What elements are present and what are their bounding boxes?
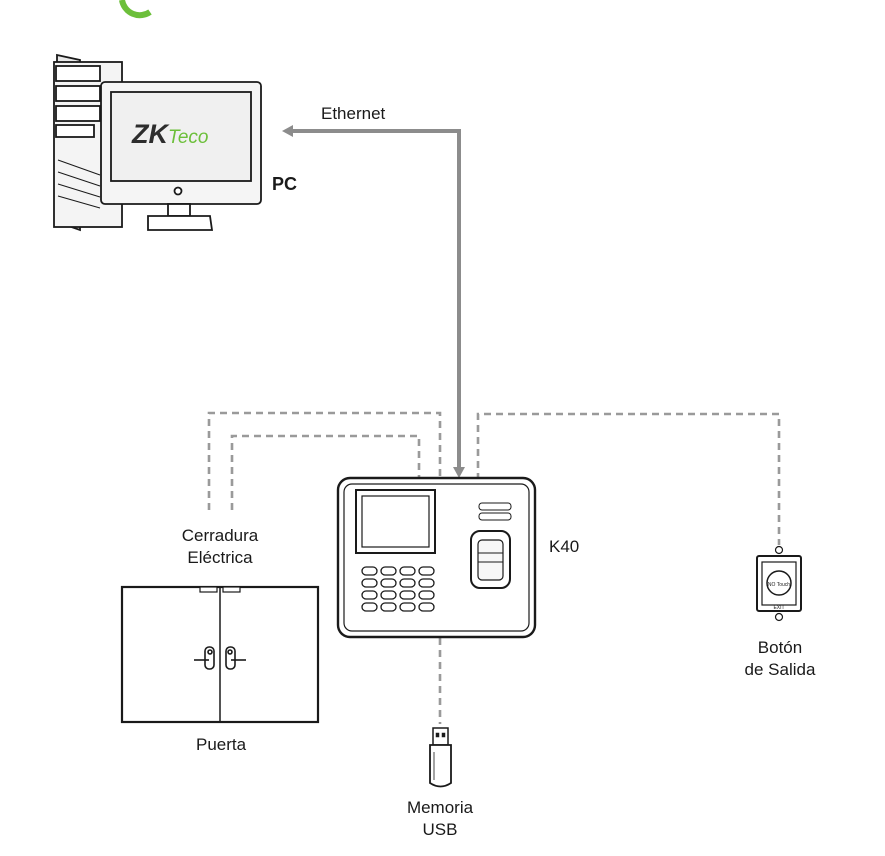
pc-label: PC <box>272 174 298 194</box>
exit-button-label-line2: de Salida <box>744 660 816 679</box>
lock-label: Cerradura Eléctrica <box>160 525 280 569</box>
ethernet-label: Ethernet <box>321 104 386 123</box>
lock-wire-outer <box>207 411 442 510</box>
k40-keypad <box>361 566 435 612</box>
ethernet-arrow-pc <box>282 125 293 137</box>
dashed-connections <box>207 411 781 724</box>
door-handles <box>194 646 246 670</box>
exit-button-label-line1: Botón <box>757 638 803 657</box>
door-label: Puerta <box>196 735 247 754</box>
ethernet-line <box>290 129 461 470</box>
logo-prefix: ZK <box>131 119 170 149</box>
k40-label: K40 <box>549 537 580 556</box>
usb-drive <box>429 727 452 788</box>
exit-button-top-text: NO Touch <box>768 582 790 588</box>
exit-button-label: Botón de Salida <box>720 637 840 681</box>
exit-button-device <box>756 545 802 622</box>
lock-label-line1: Cerradura <box>181 526 259 545</box>
usb-label: Memoria USB <box>380 797 500 841</box>
logo-suffix: Teco <box>168 127 209 148</box>
usb-label-line1: Memoria <box>406 798 474 817</box>
lock-label-line2: Eléctrica <box>187 548 253 567</box>
exit-button-bottom-text: EXIT <box>773 605 784 611</box>
ethernet-arrow-device <box>453 467 465 478</box>
door <box>120 585 320 724</box>
k40-device <box>336 476 537 639</box>
green-arc-fragment <box>119 0 152 19</box>
usb-label-line2: USB <box>422 820 458 839</box>
lock-wire-inner <box>230 434 421 510</box>
pc-monitor <box>100 81 262 231</box>
zkteco-logo: ZKTeco <box>131 119 209 149</box>
exit-button-wire <box>476 412 781 545</box>
